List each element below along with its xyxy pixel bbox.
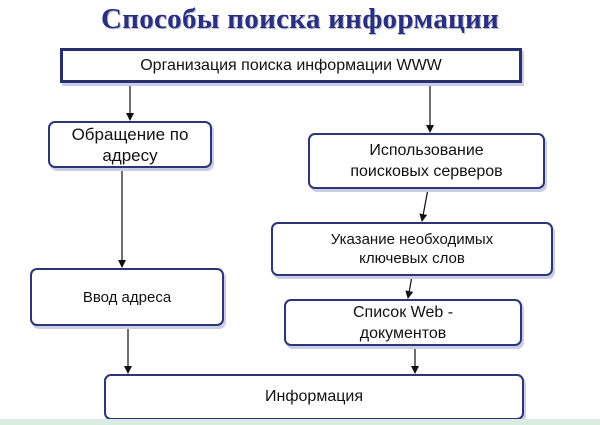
arrow-servers-to-keywords (419, 188, 429, 222)
node-servers: Использование поисковых серверов (308, 133, 545, 189)
node-web-list-label: Список Web - документов (352, 303, 454, 342)
page-title: Способы поиска информации (100, 3, 500, 35)
arrow-keywords-to-weblist (405, 275, 414, 299)
node-enter-address: Ввод адреса (30, 268, 224, 326)
node-address-label: Обращение по адресу (71, 124, 189, 165)
node-info: Информация (104, 374, 524, 420)
node-root-label: Организация поиска информации WWW (140, 56, 442, 74)
node-keywords-label: Указание необходимых ключевых слов (330, 231, 494, 267)
node-root: Организация поиска информации WWW (60, 48, 522, 83)
node-address: Обращение по адресу (48, 121, 212, 168)
node-web-list: Список Web - документов (284, 299, 522, 346)
node-enter-address-label: Ввод адреса (82, 288, 172, 306)
node-keywords: Указание необходимых ключевых слов (271, 222, 553, 276)
bottom-band (0, 419, 600, 425)
node-info-label: Информация (265, 388, 363, 405)
node-servers-label: Использование поисковых серверов (350, 142, 503, 180)
